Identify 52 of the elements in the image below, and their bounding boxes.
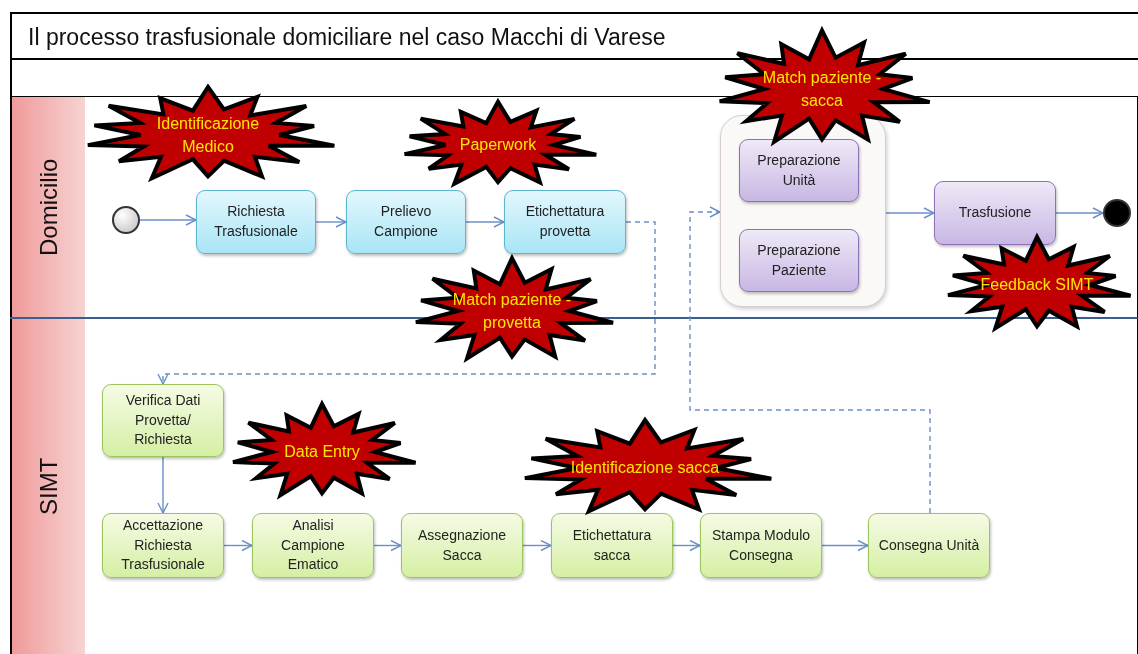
dashed-arrow	[157, 221, 656, 385]
step-label: Analisi Campione Ematico	[280, 516, 346, 575]
arrow	[522, 539, 552, 552]
process-box	[551, 513, 673, 578]
arrow	[672, 539, 701, 552]
arrow	[821, 539, 869, 552]
callout-text: Paperwork	[459, 135, 537, 156]
process-box	[346, 190, 466, 254]
arrow	[885, 207, 935, 219]
callout-text: Match paziente - provetta	[451, 289, 573, 333]
callout-text: Identificazione sacca	[570, 458, 720, 479]
arrow	[315, 216, 347, 228]
process-box	[868, 513, 990, 578]
step-label: Preparazione Unità	[756, 150, 842, 190]
callout-text: Data Entry	[284, 442, 360, 463]
start-node-circle	[112, 206, 140, 234]
step-label: Assegnazione Sacca	[417, 525, 507, 565]
step-label: Preparazione Paziente	[756, 240, 842, 280]
end-node-circle	[1103, 199, 1131, 227]
step-label: Stampa Modulo Consegna	[710, 525, 812, 565]
dashed-arrow	[689, 206, 931, 514]
process-box	[934, 181, 1056, 245]
arrow	[465, 216, 505, 228]
step-label: Richiesta Trasfusionale	[213, 202, 299, 241]
step-label: Prelievo Campione	[373, 202, 439, 241]
process-box	[739, 139, 859, 202]
process-box	[700, 513, 822, 578]
process-box	[504, 190, 626, 254]
step-label: Verifica Dati Provetta/ Richiesta	[124, 391, 202, 450]
lane-header: SIMT	[10, 319, 85, 654]
process-box	[739, 229, 859, 292]
step-label: Consegna Unità	[878, 535, 980, 555]
step-label: Trasfusione	[958, 203, 1032, 223]
process-box	[401, 513, 523, 578]
arrow	[223, 539, 253, 552]
process-box	[196, 190, 316, 254]
step-label: Accettazione Richiesta Trasfusionale	[120, 516, 206, 575]
arrow	[139, 214, 197, 226]
arrow	[373, 539, 402, 552]
process-box	[102, 513, 224, 578]
step-label: Etichettatura sacca	[571, 525, 653, 565]
callout-text: Identificazione Medico	[155, 113, 261, 157]
lane-header: Domicilio	[10, 97, 85, 317]
step-label: Etichettatura provetta	[524, 202, 606, 241]
swimlane	[10, 319, 1138, 654]
process-box	[102, 384, 224, 457]
callout-text: Match paziente - sacca	[761, 67, 883, 111]
process-box	[252, 513, 374, 578]
group-box	[720, 115, 886, 307]
callout-text: Feedback SIMT	[980, 275, 1094, 296]
arrow	[1055, 207, 1104, 219]
arrow	[157, 456, 169, 514]
